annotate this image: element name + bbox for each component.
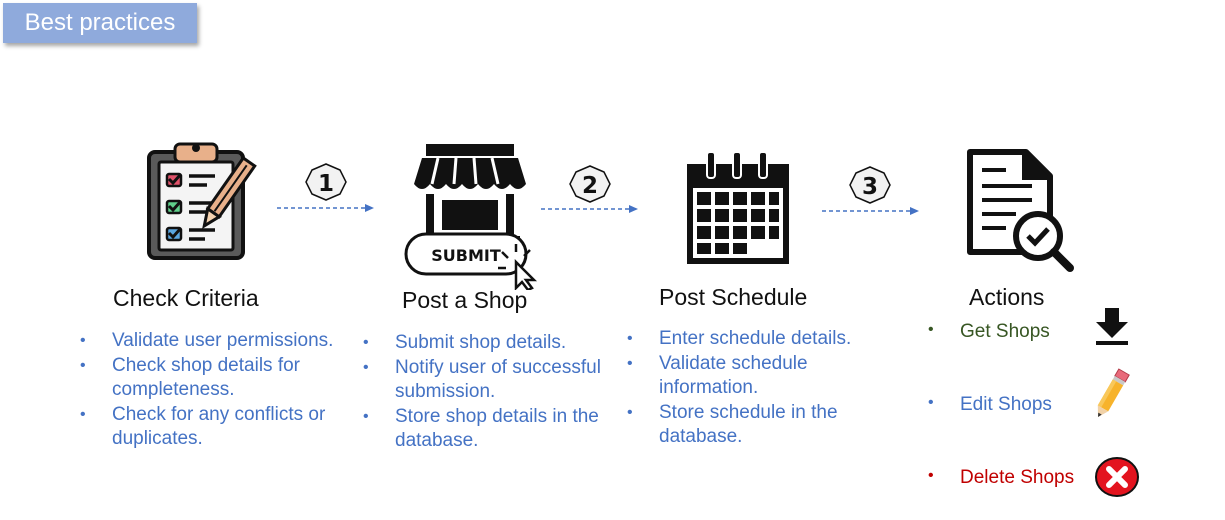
dashed-arrow <box>541 205 638 213</box>
action-get-shops[interactable]: Get Shops <box>928 321 1050 343</box>
list-item: Check shop details for completeness. <box>80 354 340 403</box>
step-title-post-schedule: Post Schedule <box>659 284 808 310</box>
cursor-icon <box>498 244 538 290</box>
shop-submit-icon: SUBMIT <box>404 144 538 290</box>
step-number: 3 <box>862 174 878 200</box>
list-item: Store shop details in the database. <box>363 405 628 454</box>
action-edit-shops[interactable]: Edit Shops <box>928 394 1052 416</box>
post-a-shop-list: Submit shop details. Notify user of succ… <box>363 331 628 454</box>
step-number: 2 <box>582 173 598 199</box>
step-number: 1 <box>318 171 334 197</box>
submit-label: SUBMIT <box>431 246 501 265</box>
calendar-icon <box>687 151 789 264</box>
step-title-post-a-shop: Post a Shop <box>402 287 528 313</box>
list-item: Check for any conflicts or duplicates. <box>80 403 340 452</box>
action-label: Get Shops <box>960 321 1050 342</box>
action-label: Delete Shops <box>960 467 1075 488</box>
post-schedule-list: Enter schedule details. Validate schedul… <box>627 327 897 450</box>
dashed-arrow <box>277 204 374 212</box>
step-title-check-criteria: Check Criteria <box>113 285 259 311</box>
document-search-icon <box>967 149 1074 272</box>
step-number-badge: 1 <box>305 163 347 201</box>
dashed-arrow <box>822 207 919 215</box>
step-title-actions: Actions <box>969 284 1045 310</box>
pencil-icon[interactable] <box>1094 366 1138 422</box>
list-item: Validate user permissions. <box>80 329 340 354</box>
list-item: Submit shop details. <box>363 331 628 356</box>
delete-x-icon[interactable] <box>1094 456 1140 498</box>
action-delete-shops[interactable]: Delete Shops <box>928 467 1074 489</box>
list-item: Enter schedule details. <box>627 327 897 352</box>
clipboard-checklist-icon <box>147 142 257 260</box>
download-icon[interactable] <box>1094 306 1130 346</box>
list-item: Notify user of successful submission. <box>363 356 628 405</box>
step-number-badge: 3 <box>849 166 891 204</box>
list-item: Validate schedule information. <box>627 352 897 401</box>
check-criteria-list: Validate user permissions. Check shop de… <box>80 329 340 452</box>
list-item: Store schedule in the database. <box>627 401 897 450</box>
step-number-badge: 2 <box>569 165 611 203</box>
action-label: Edit Shops <box>960 394 1052 415</box>
page-title: Best practices <box>3 3 197 43</box>
